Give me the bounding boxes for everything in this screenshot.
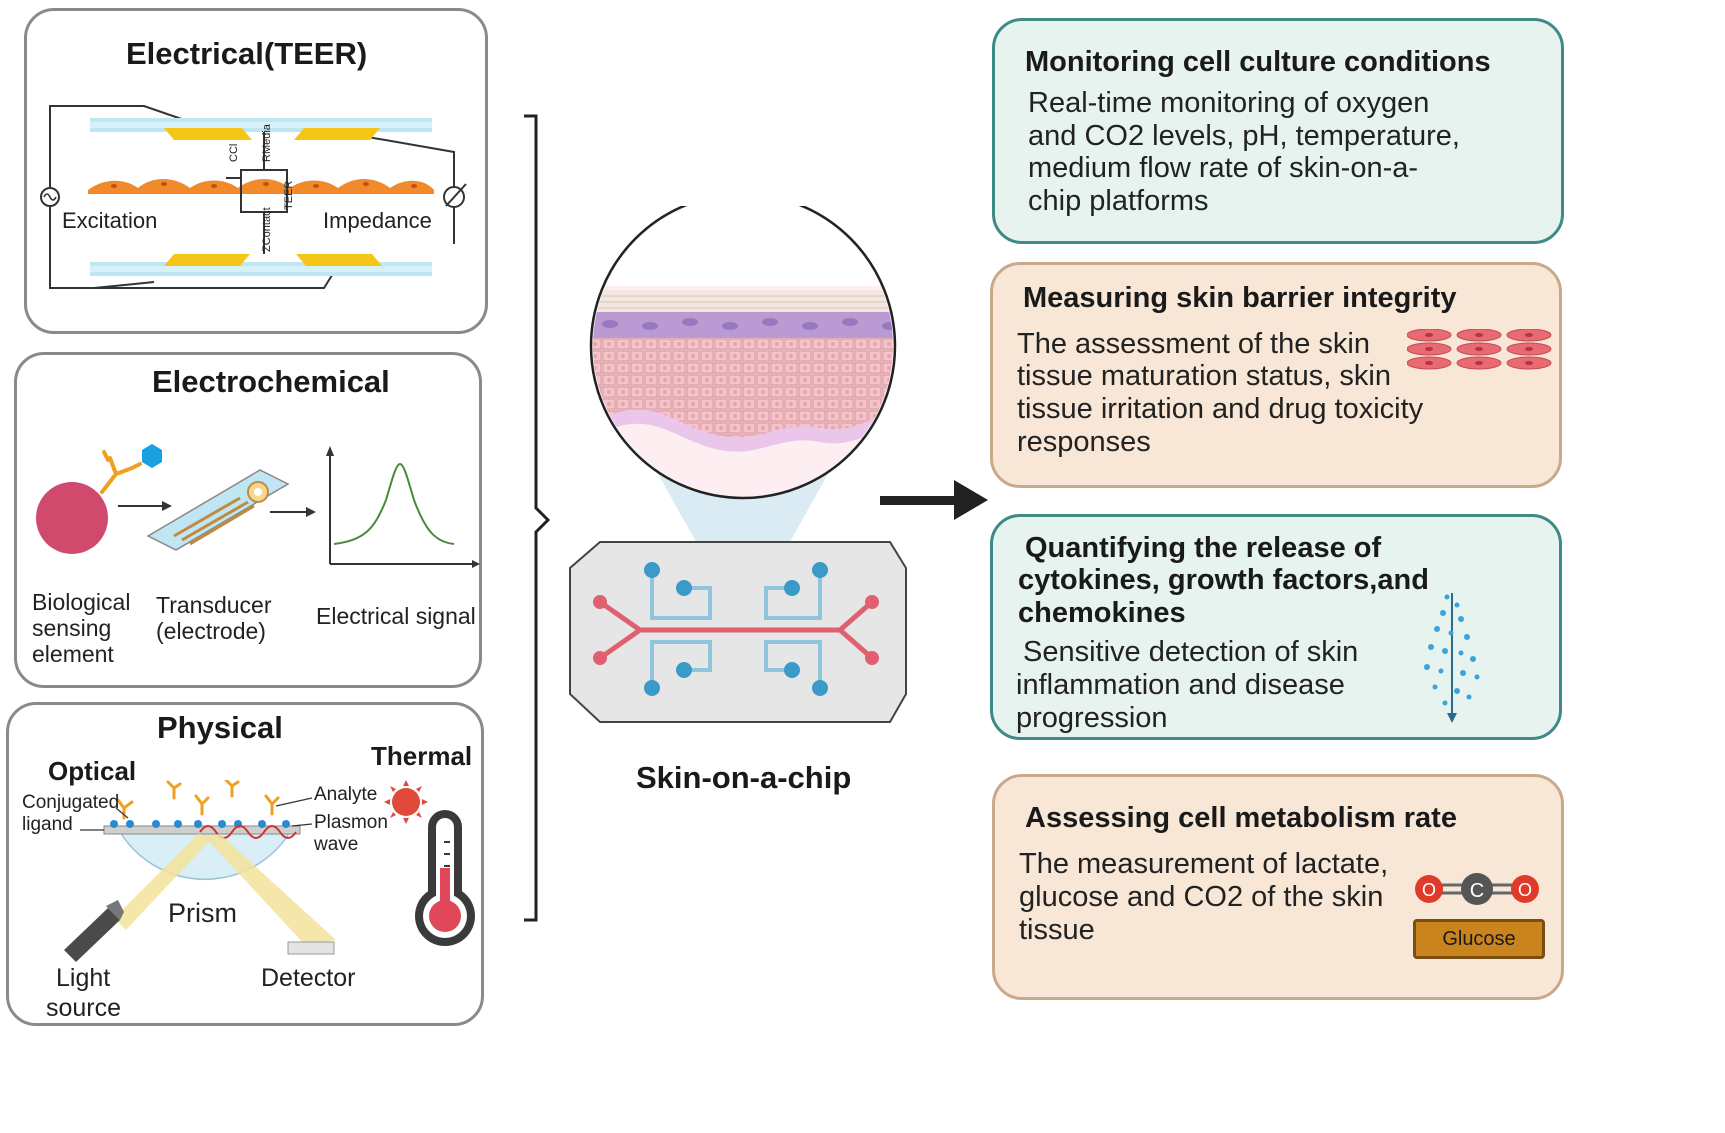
skin-on-a-chip-label: Skin-on-a-chip	[636, 760, 852, 795]
card-cytokines-title-2: cytokines, growth factors,and	[1018, 564, 1429, 596]
card-barrier-body-1: The assessment of the skin	[1017, 328, 1370, 360]
optical-title: Optical	[48, 756, 137, 786]
detector-label: Detector	[261, 964, 356, 992]
card-monitoring-body-4: chip platforms	[1028, 185, 1209, 217]
conjugated-label-2: ligand	[22, 814, 73, 835]
co2-molecule-icon: O C O	[1415, 873, 1539, 905]
analyte-label: Analyte	[314, 784, 378, 805]
glucose-badge: Glucose	[1413, 919, 1545, 959]
card-metabolism-title: Assessing cell metabolism rate	[1025, 802, 1457, 834]
release-particles-icon	[1424, 593, 1480, 723]
oxygen-left-label: O	[1422, 880, 1436, 900]
optical-spr-diagram	[64, 780, 336, 962]
tissue-cells-icon	[1407, 329, 1552, 370]
teer-circuit-diagram: CCl RMedia TEER ZContact	[40, 105, 467, 289]
card-metabolism: Assessing cell metabolism rate The measu…	[992, 774, 1564, 1000]
card-monitoring-body-3: medium flow rate of skin-on-a-	[1028, 152, 1419, 184]
transducer-label-2: (electrode)	[156, 618, 266, 644]
physical-title: Physical	[157, 710, 283, 745]
card-metabolism-body-1: The measurement of lactate,	[1019, 848, 1389, 880]
detector-icon	[287, 941, 335, 955]
card-metabolism-body-3: tissue	[1019, 914, 1095, 946]
card-barrier: Measuring skin barrier integrity The ass…	[990, 262, 1562, 488]
card-barrier-title: Measuring skin barrier integrity	[1023, 282, 1457, 314]
light-source-label-1: Light	[56, 964, 111, 992]
skin-cross-section	[589, 206, 897, 500]
card-metabolism-body-2: glucose and CO2 of the skin	[1019, 881, 1384, 913]
glucose-label: Glucose	[1442, 928, 1516, 950]
plasmon-label-1: Plasmon	[314, 812, 388, 833]
light-source-icon	[64, 900, 124, 962]
prism-label: Prism	[168, 898, 237, 928]
rmedia-label: RMedia	[261, 123, 273, 162]
signal-label: Electrical signal	[316, 603, 476, 629]
card-monitoring-title: Monitoring cell culture conditions	[1025, 46, 1491, 78]
card-barrier-body-2: tissue maturation status, skin	[1017, 360, 1391, 392]
bio-label-2: sensing	[32, 615, 112, 641]
electrochemical-diagram	[36, 444, 480, 568]
card-cytokines-title-3: chemokines	[1018, 597, 1186, 629]
ac-source-icon	[40, 187, 60, 207]
card-monitoring: Monitoring cell culture conditions Real-…	[992, 18, 1564, 244]
grouping-brace	[524, 114, 551, 922]
electrode-icon	[146, 469, 290, 551]
microfluidic-chip	[569, 541, 907, 723]
impedance-meter-icon	[443, 183, 467, 208]
ccl-label: CCl	[228, 144, 240, 162]
thermal-title: Thermal	[371, 741, 473, 771]
excitation-label: Excitation	[62, 208, 158, 233]
card-cytokines-body-1: Sensitive detection of skin	[1023, 636, 1359, 668]
card-cytokines-title-1: Quantifying the release of	[1025, 532, 1382, 564]
bio-label-3: element	[32, 641, 114, 667]
plasmon-label-2: wave	[314, 834, 359, 855]
teer-title: Electrical(TEER)	[126, 36, 368, 71]
card-monitoring-body-2: and CO2 levels, pH, temperature,	[1028, 120, 1460, 152]
right-arrow-icon	[880, 480, 988, 520]
bio-label-1: Biological	[32, 589, 131, 615]
carbon-label: C	[1470, 880, 1484, 902]
teer-resistor-label: TEER	[283, 181, 295, 210]
card-cytokines: Quantifying the release of cytokines, gr…	[990, 514, 1562, 740]
oxygen-right-label: O	[1518, 880, 1532, 900]
card-monitoring-body-1: Real-time monitoring of oxygen	[1028, 87, 1430, 119]
card-barrier-body-3: tissue irritation and drug toxicity	[1017, 393, 1424, 425]
card-cytokines-body-2: inflammation and disease	[1016, 669, 1345, 701]
signal-graph	[326, 446, 480, 568]
card-barrier-body-4: responses	[1017, 426, 1151, 458]
card-cytokines-body-3: progression	[1016, 702, 1168, 734]
biological-element-icon	[36, 482, 108, 554]
zcontact-label: ZContact	[261, 207, 273, 252]
thermometer-icon	[384, 780, 475, 946]
light-source-label-2: source	[46, 994, 122, 1022]
impedance-label: Impedance	[323, 208, 432, 233]
conjugated-label-1: Conjugated	[22, 792, 120, 813]
transducer-label-1: Transducer	[156, 592, 272, 618]
skin-on-a-chip-illustration	[569, 206, 907, 723]
electrochemical-title: Electrochemical	[152, 364, 390, 399]
sun-icon	[384, 780, 428, 824]
